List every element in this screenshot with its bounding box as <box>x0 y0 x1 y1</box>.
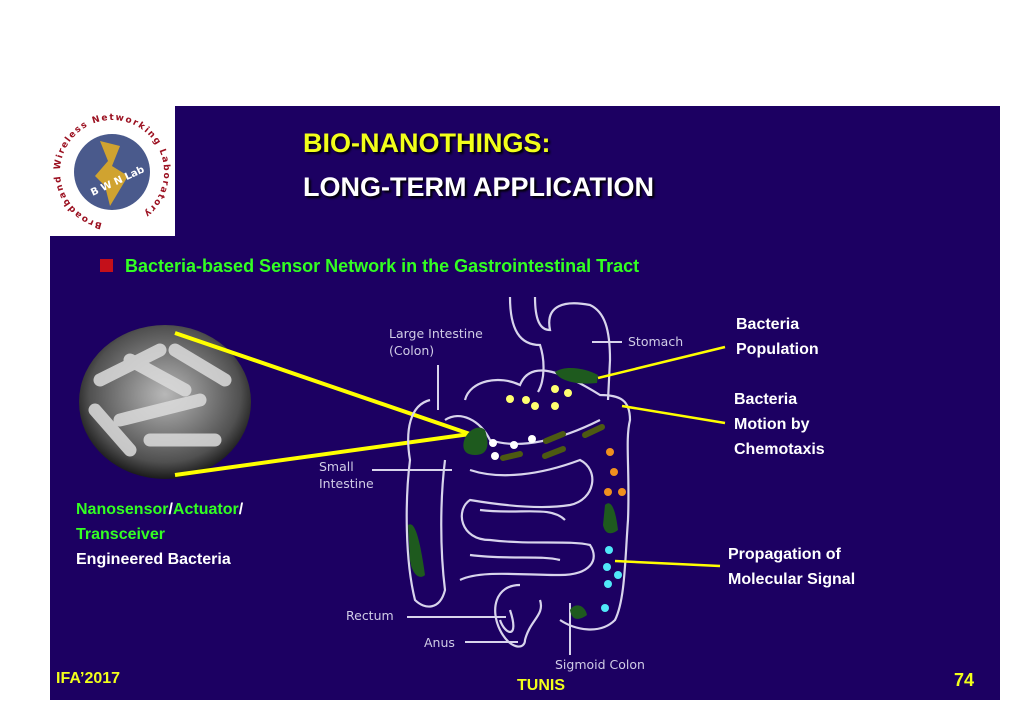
label-sigmoid-colon: Sigmoid Colon <box>555 657 645 672</box>
bacteria-patch <box>603 503 618 534</box>
bwn-lab-logo: Broadband Wireless Networking Laboratory… <box>50 106 175 236</box>
slide-title-line1: BIO-NANOTHINGS: <box>303 128 551 158</box>
bacteria-patch <box>570 605 587 619</box>
bacteria-patch <box>408 524 425 577</box>
label-rectum: Rectum <box>346 608 394 623</box>
label-small: Small <box>319 459 354 474</box>
label-large-intestine: Large Intestine <box>389 326 483 341</box>
bacteria-patch <box>555 368 598 384</box>
label-stomach: Stomach <box>628 334 683 349</box>
slide-title-line2: LONG-TERM APPLICATION <box>303 172 654 202</box>
intestine-outline <box>405 296 632 648</box>
label-intestine: Intestine <box>319 476 374 491</box>
nanosensor-caption: Nanosensor/Actuator/ Transceiver Enginee… <box>76 501 244 568</box>
label-anus: Anus <box>424 635 455 650</box>
footer-location: TUNIS <box>517 677 565 694</box>
bacteria-micrograph <box>79 325 251 479</box>
bullet-square-icon <box>100 259 113 272</box>
bacteria-patch <box>463 427 488 455</box>
label-colon: (Colon) <box>389 343 434 358</box>
footer-conference: IFA’2017 <box>56 670 121 687</box>
bullet-text: Bacteria-based Sensor Network in the Gas… <box>125 256 640 276</box>
page-number: 74 <box>954 670 975 690</box>
